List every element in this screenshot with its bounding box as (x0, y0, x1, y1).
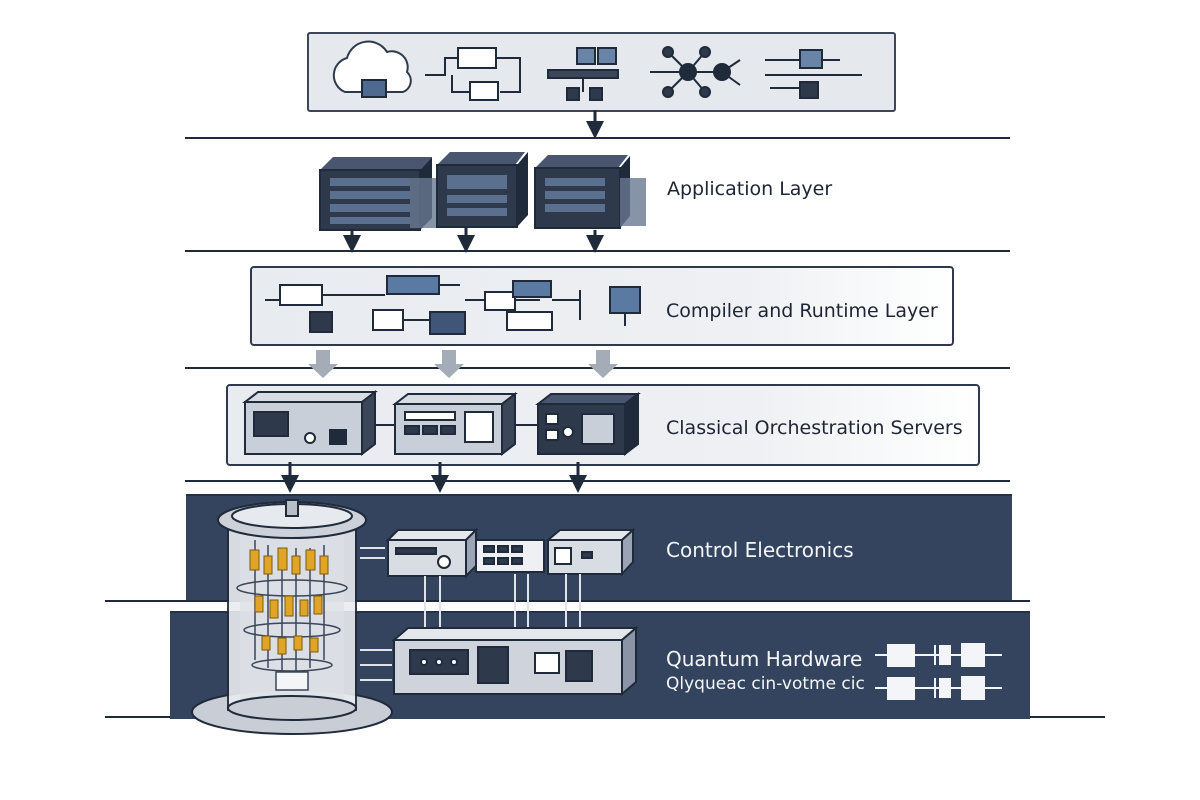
orchestration-server-icon (392, 391, 538, 457)
layer-label-quantum-hardware: Quantum Hardware (666, 647, 863, 671)
orchestration-server-icon (535, 391, 641, 457)
qpu-cryostat-icon (191, 499, 393, 735)
flow-arrow (434, 350, 464, 378)
layer-sublabel-quantum-hardware: Qlyqueac cin-votme cic (666, 674, 865, 694)
layer-label-orchestration: Classical Orchestration Servers (666, 417, 963, 439)
control-electronics-icon (385, 527, 636, 579)
layer-label-compiler-runtime: Compiler and Runtime Layer (666, 300, 938, 322)
server-rack-icon (534, 155, 646, 229)
orchestration-server-icon (242, 389, 398, 457)
workflow-icon (425, 47, 521, 101)
layer-label-application: Application Layer (667, 178, 833, 200)
signal-lines (360, 547, 581, 628)
server-network-icon (547, 47, 619, 101)
server-rack-icon (319, 157, 440, 231)
separator-line (185, 480, 1010, 482)
flow-arrow (588, 350, 618, 378)
data-flow-icon (765, 49, 862, 99)
qubit-components (249, 547, 329, 655)
layer-label-control-electronics: Control Electronics (666, 538, 854, 562)
separator-line (105, 600, 1030, 602)
network-graph-icon (650, 46, 741, 98)
qpu-control-unit-icon (360, 625, 639, 697)
quantum-circuit-icon (875, 643, 1002, 700)
compiler-flow-diagram (265, 275, 641, 335)
compiler-runtime-panel (250, 266, 954, 346)
cloud-icon (332, 40, 412, 98)
flow-arrow (308, 350, 338, 378)
server-rack-icon (436, 152, 528, 228)
